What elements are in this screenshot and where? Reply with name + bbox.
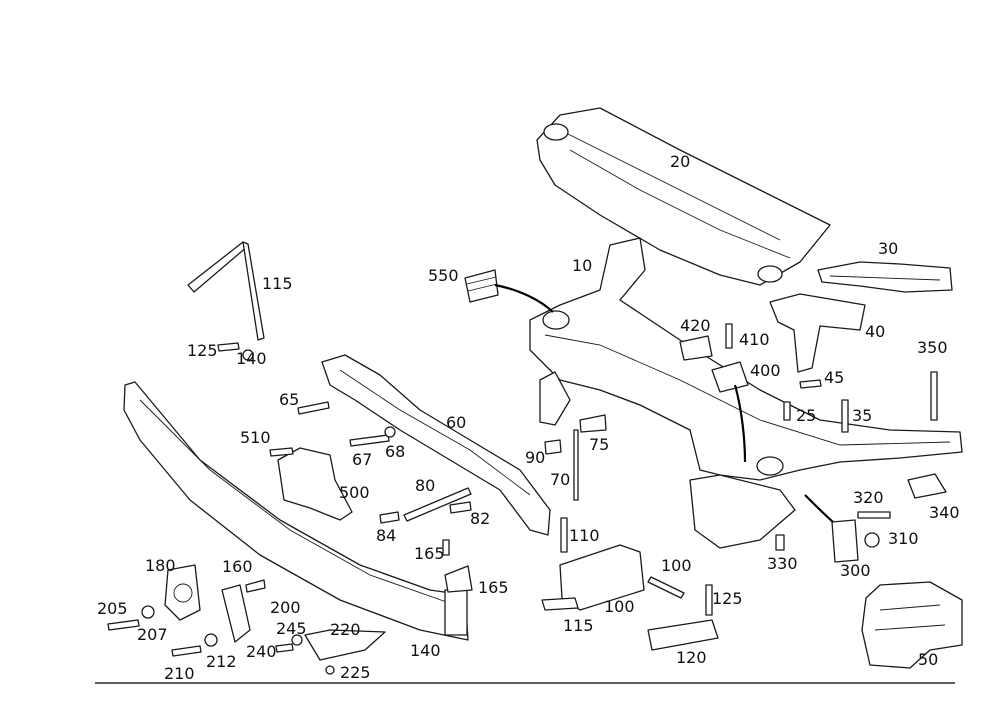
callout-65[interactable]: 65 — [279, 390, 299, 409]
callout-105[interactable]: 100 — [661, 556, 692, 575]
callout-20[interactable]: 20 — [670, 152, 690, 171]
fasteners — [107, 323, 938, 675]
callout-210[interactable]: 210 — [164, 664, 195, 683]
callout-320[interactable]: 320 — [853, 488, 884, 507]
callout-50[interactable]: 50 — [918, 650, 938, 669]
part-40-mount-bracket — [769, 293, 866, 373]
part-230-rod — [187, 241, 265, 341]
callout-510[interactable]: 510 — [240, 428, 271, 447]
callout-45[interactable]: 45 — [824, 368, 844, 387]
callout-35[interactable]: 35 — [852, 406, 872, 425]
part-200-bracket — [221, 584, 251, 643]
callout-115[interactable]: 115 — [563, 616, 594, 635]
callout-165[interactable]: 165 — [414, 544, 445, 563]
part-180-disc-bracket — [164, 564, 201, 621]
callout-500[interactable]: 500 — [339, 483, 370, 502]
part-140-bumper-beam — [123, 381, 469, 641]
callout-205[interactable]: 205 — [97, 599, 128, 618]
callout-25[interactable]: 25 — [796, 406, 816, 425]
part-20-upper-crossmember — [536, 107, 831, 286]
callout-84[interactable]: 84 — [376, 526, 396, 545]
part-80-pin — [403, 487, 472, 522]
callout-410[interactable]: 410 — [739, 330, 770, 349]
callout-90[interactable]: 90 — [525, 448, 545, 467]
leader-lines — [494, 283, 834, 523]
callout-200[interactable]: 200 — [270, 598, 301, 617]
part-330-clip — [907, 473, 947, 499]
callout-145[interactable]: 160 — [222, 557, 253, 576]
callout-30[interactable]: 30 — [878, 239, 898, 258]
callout-82[interactable]: 82 — [470, 509, 490, 528]
part-220-bracket — [304, 629, 386, 661]
callout-230[interactable]: 115 — [262, 274, 293, 293]
callout-330[interactable]: 340 — [929, 503, 960, 522]
callout-160-display-final[interactable]: 165 — [478, 578, 509, 597]
part-400-mount — [711, 361, 749, 393]
callout-120[interactable]: 120 — [676, 648, 707, 667]
callout-550[interactable]: 550 — [428, 266, 459, 285]
callout-80[interactable]: 80 — [415, 476, 435, 495]
callout-70[interactable]: 70 — [550, 470, 570, 489]
part-160-clip — [444, 565, 473, 593]
callout-300[interactable]: 300 — [840, 561, 871, 580]
callout-340[interactable]: 350 — [917, 338, 948, 357]
callout-220[interactable]: 220 — [330, 620, 361, 639]
part-50-support — [861, 581, 963, 669]
callout-140[interactable]: 140 — [410, 641, 441, 660]
callout-212[interactable]: 212 — [206, 652, 237, 671]
callout-67[interactable]: 67 — [352, 450, 372, 469]
part-420-clip — [679, 335, 713, 361]
part-30-bracket — [817, 261, 953, 293]
callout-350[interactable]: 330 — [767, 554, 798, 573]
callout-60[interactable]: 60 — [446, 413, 466, 432]
callout-100-shown[interactable]: 100 — [604, 597, 635, 616]
part-500-bracket — [277, 447, 353, 521]
callout-400[interactable]: 400 — [750, 361, 781, 380]
part-100-cover — [559, 544, 645, 611]
part-60-front-carrier — [321, 354, 551, 536]
part-10-main-crossmember — [529, 237, 963, 549]
callout-225[interactable]: 225 — [340, 663, 371, 682]
callout-255[interactable]: 245 — [276, 619, 307, 638]
callout-420[interactable]: 420 — [680, 316, 711, 335]
part-300-bracket — [831, 519, 859, 563]
callout-125-real[interactable]: 125 — [712, 589, 743, 608]
part-550-rubber-stop — [464, 269, 499, 303]
callout-75[interactable]: 75 — [589, 435, 609, 454]
callout-250[interactable]: 240 — [246, 642, 277, 661]
callout-180[interactable]: 180 — [145, 556, 176, 575]
callout-310[interactable]: 310 — [888, 529, 919, 548]
part-120-sleeve — [647, 619, 719, 651]
callout-110[interactable]: 110 — [569, 526, 600, 545]
callout-240[interactable]: 125 — [187, 341, 218, 360]
callout-68[interactable]: 68 — [385, 442, 405, 461]
callout-207[interactable]: 207 — [137, 625, 168, 644]
callout-10[interactable]: 10 — [572, 256, 592, 275]
callout-245[interactable]: 140 — [236, 349, 267, 368]
callout-40[interactable]: 40 — [865, 322, 885, 341]
part-115-plate — [541, 597, 579, 611]
